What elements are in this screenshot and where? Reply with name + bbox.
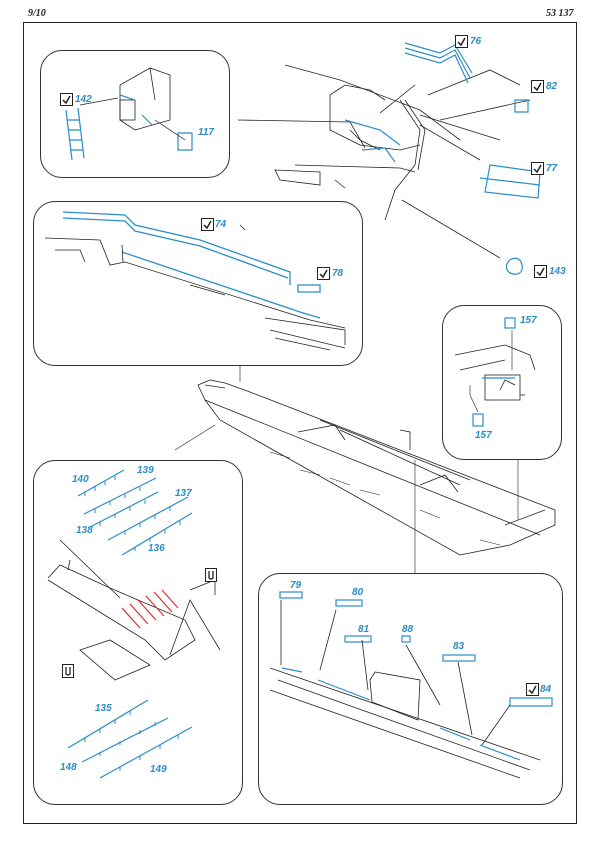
part-label-80: 80 <box>352 587 364 598</box>
checkmark-icon <box>526 683 539 696</box>
part-label-83: 83 <box>453 641 465 652</box>
part-label-81: 81 <box>358 624 370 635</box>
part-label-148: 148 <box>60 762 77 773</box>
part-label-142: 142 <box>75 94 92 105</box>
part-label-157-bottom: 157 <box>475 430 492 441</box>
part-label-78: 78 <box>332 268 344 279</box>
checkmark-icon <box>531 162 544 175</box>
part-label-84: 84 <box>540 684 552 695</box>
checkmark-icon <box>534 265 547 278</box>
checkmark-icon <box>60 93 73 106</box>
part-label-136: 136 <box>148 543 165 554</box>
checkmark-icon <box>201 218 214 231</box>
checkmark-icon <box>455 35 468 48</box>
view-direction-u-icon <box>62 664 74 678</box>
catalog-number: 53 137 <box>546 8 574 19</box>
detail-panel-railings <box>258 573 563 805</box>
page-number: 9/10 <box>28 8 46 19</box>
part-label-137: 137 <box>175 488 192 499</box>
part-label-117: 117 <box>198 127 214 138</box>
part-label-143: 143 <box>549 266 566 277</box>
part-label-140: 140 <box>72 474 89 485</box>
part-label-77: 77 <box>546 163 558 174</box>
page-border <box>23 22 577 824</box>
part-label-74: 74 <box>215 219 227 230</box>
part-label-79: 79 <box>290 580 302 591</box>
checkmark-icon <box>531 80 544 93</box>
part-label-135: 135 <box>95 703 112 714</box>
view-direction-u-icon <box>205 568 217 582</box>
detail-panel-deck-edge <box>33 201 363 366</box>
part-label-139: 139 <box>137 465 154 476</box>
part-label-82: 82 <box>546 81 558 92</box>
part-label-88: 88 <box>402 624 414 635</box>
checkmark-icon <box>317 267 330 280</box>
part-label-149: 149 <box>150 764 167 775</box>
part-label-76: 76 <box>470 36 482 47</box>
detail-panel-stern <box>442 305 562 460</box>
part-label-138: 138 <box>76 525 93 536</box>
part-label-157-top: 157 <box>520 315 537 326</box>
